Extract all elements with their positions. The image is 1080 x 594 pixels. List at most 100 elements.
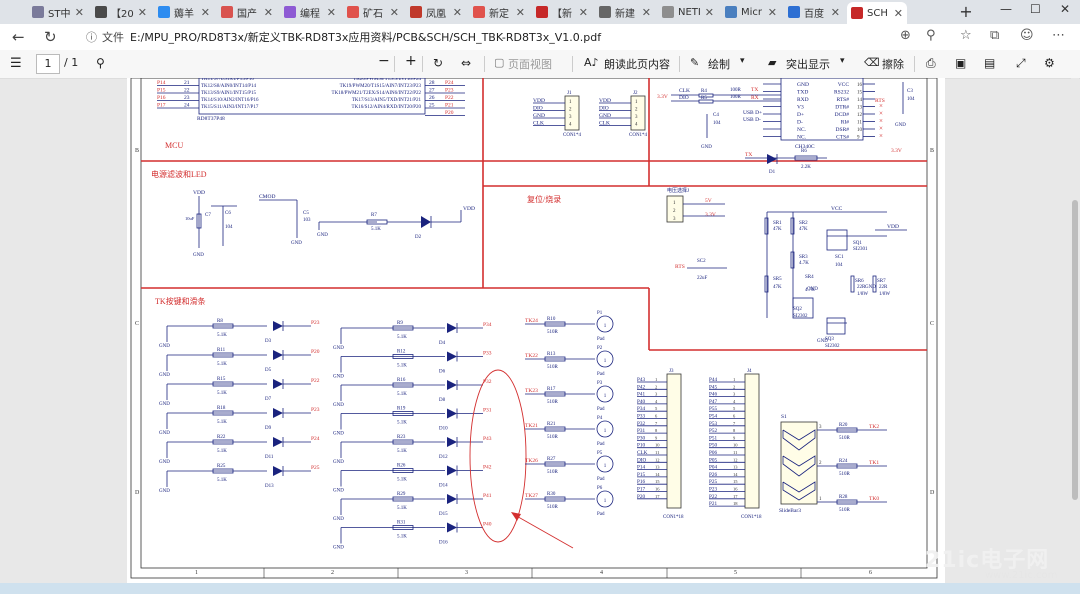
draw-button[interactable]: 绘制 (708, 58, 730, 71)
tab-9[interactable]: 【新✕ (532, 2, 592, 22)
resistor-symbol (836, 499, 858, 505)
schematic-label: TK16/S12/AIN4/RXD/INT20/P20 (352, 105, 422, 110)
tab-4[interactable]: 国产✕ (217, 2, 277, 22)
schematic-label: 104 (225, 225, 233, 230)
schematic-label: 6 (733, 414, 736, 419)
close-tab-icon[interactable]: ✕ (326, 5, 336, 19)
close-tab-icon[interactable]: ✕ (263, 5, 273, 19)
schematic-label: 5.1K (217, 391, 227, 396)
schematic-label: P17 (157, 103, 166, 109)
schematic-label: 47K (799, 227, 808, 232)
schematic-label: P15 (157, 88, 166, 94)
fullscreen-icon[interactable]: ⤢ (1016, 56, 1026, 70)
schematic-label: P53 (709, 421, 717, 427)
rotate-icon[interactable]: ↻ (433, 56, 444, 70)
maximize-button[interactable]: ☐ (1030, 2, 1041, 16)
chevron-down-icon[interactable]: ▾ (740, 56, 745, 66)
profile-icon[interactable]: ☺ (1020, 28, 1034, 43)
schematic-label: Pad (597, 512, 605, 517)
tab-14[interactable]: SCH✕ (847, 2, 907, 24)
settings-icon[interactable]: ⚙ (1044, 56, 1055, 70)
close-tab-icon[interactable]: ✕ (641, 5, 651, 19)
zoom-out-button[interactable]: − (378, 53, 390, 69)
close-tab-icon[interactable]: ✕ (578, 5, 588, 19)
schematic-label: R20 (839, 423, 848, 428)
schematic-label: 11 (857, 121, 862, 126)
tab-3[interactable]: 薅羊✕ (154, 2, 214, 22)
highlight-button[interactable]: 突出显示 (786, 58, 830, 71)
zoom-in-button[interactable]: + (405, 53, 417, 69)
close-tab-icon[interactable]: ✕ (830, 5, 840, 19)
minimize-button[interactable]: — (1000, 2, 1012, 16)
schematic-label: TK12/S8/AIN0/INT14/P14 (201, 84, 257, 89)
page-view-button[interactable]: 页面视图 (508, 58, 552, 71)
new-tab-button[interactable]: + (959, 2, 973, 21)
diode-symbol (421, 216, 431, 228)
tab-6[interactable]: 矿石✕ (343, 2, 403, 22)
tab-7[interactable]: 凤凰✕ (406, 2, 466, 22)
close-tab-icon[interactable]: ✕ (704, 5, 714, 19)
tab-2[interactable]: 【20✕ (91, 2, 151, 22)
chevron-down-icon[interactable]: ▾ (840, 56, 845, 66)
close-tab-icon[interactable]: ✕ (893, 6, 903, 20)
tab-1[interactable]: ST中✕ (28, 2, 88, 22)
schematic-label: 17 (733, 494, 738, 499)
close-tab-icon[interactable]: ✕ (452, 5, 462, 19)
schematic-label: VDD (193, 190, 205, 196)
schematic-label: SlideBar3 (779, 508, 801, 514)
schematic-label: 5.1K (397, 392, 407, 397)
schematic-label: × (879, 110, 883, 118)
refresh-icon[interactable]: ↻ (44, 28, 57, 46)
favorites-icon[interactable]: ☆ (960, 28, 972, 43)
schematic-label: 5.1K (397, 506, 407, 511)
tab-8[interactable]: 新定✕ (469, 2, 529, 22)
schematic-label: P24 (445, 80, 454, 86)
read-aloud-button[interactable]: 朗读此页内容 (604, 58, 670, 71)
contents-icon[interactable]: ☰ (10, 56, 22, 71)
save-icon[interactable]: ▤ (984, 56, 996, 70)
back-icon[interactable]: ← (12, 28, 25, 46)
tab-5[interactable]: 编程✕ (280, 2, 340, 22)
schematic-label: SR3 (799, 255, 808, 260)
tab-11[interactable]: NETI✕ (658, 2, 718, 22)
schematic-label: GND (159, 402, 170, 407)
close-window-button[interactable]: ✕ (1060, 2, 1071, 16)
close-tab-icon[interactable]: ✕ (74, 5, 84, 19)
schematic-label: P31 (637, 428, 645, 434)
tab-12[interactable]: Micr✕ (721, 2, 781, 22)
info-icon: ⓘ (86, 31, 97, 44)
collections-icon[interactable]: ⧉ (990, 28, 1000, 43)
read-mode-icon[interactable]: ⚲ (926, 28, 936, 43)
close-tab-icon[interactable]: ✕ (767, 5, 777, 19)
tab-13[interactable]: 百度✕ (784, 2, 844, 22)
close-tab-icon[interactable]: ✕ (200, 5, 210, 19)
close-tab-icon[interactable]: ✕ (515, 5, 525, 19)
more-icon[interactable]: ⋯ (1052, 28, 1065, 43)
fit-page-icon[interactable]: ⇔ (461, 56, 472, 70)
tab-favicon-icon (95, 6, 107, 18)
border-col-label: 1 (195, 570, 198, 576)
schematic-label: TXD (797, 90, 808, 96)
page-view-icon[interactable]: ▢ (494, 56, 505, 69)
resistor-symbol (212, 468, 234, 474)
schematic-label: 104 (907, 97, 915, 102)
touch-pad-icon (596, 490, 614, 508)
schematic-label: VDD (887, 224, 899, 230)
schematic-label: CMOD (259, 194, 276, 200)
schematic-label: 510R (839, 472, 851, 477)
page-number-input[interactable]: 1 (36, 54, 60, 74)
search-icon[interactable]: ⚲ (96, 56, 105, 70)
close-tab-icon[interactable]: ✕ (137, 5, 147, 19)
scrollbar-thumb[interactable] (1072, 200, 1078, 500)
erase-button[interactable]: 擦除 (882, 58, 904, 71)
save-as-icon[interactable]: ▣ (955, 56, 967, 70)
print-icon[interactable]: ⎙ (926, 56, 936, 70)
url-field[interactable]: ⓘ 文件 E:/MPU_PRO/RD8T3x/新定义TBK-RD8T3x应用资料… (86, 27, 946, 47)
schematic-label: C3 (907, 89, 913, 94)
schematic-label: 10 (733, 443, 738, 448)
close-tab-icon[interactable]: ✕ (389, 5, 399, 19)
tab-10[interactable]: 新建✕ (595, 2, 655, 22)
zoom-icon[interactable]: ⊕ (900, 28, 911, 43)
schematic-label: 8 (733, 428, 736, 433)
